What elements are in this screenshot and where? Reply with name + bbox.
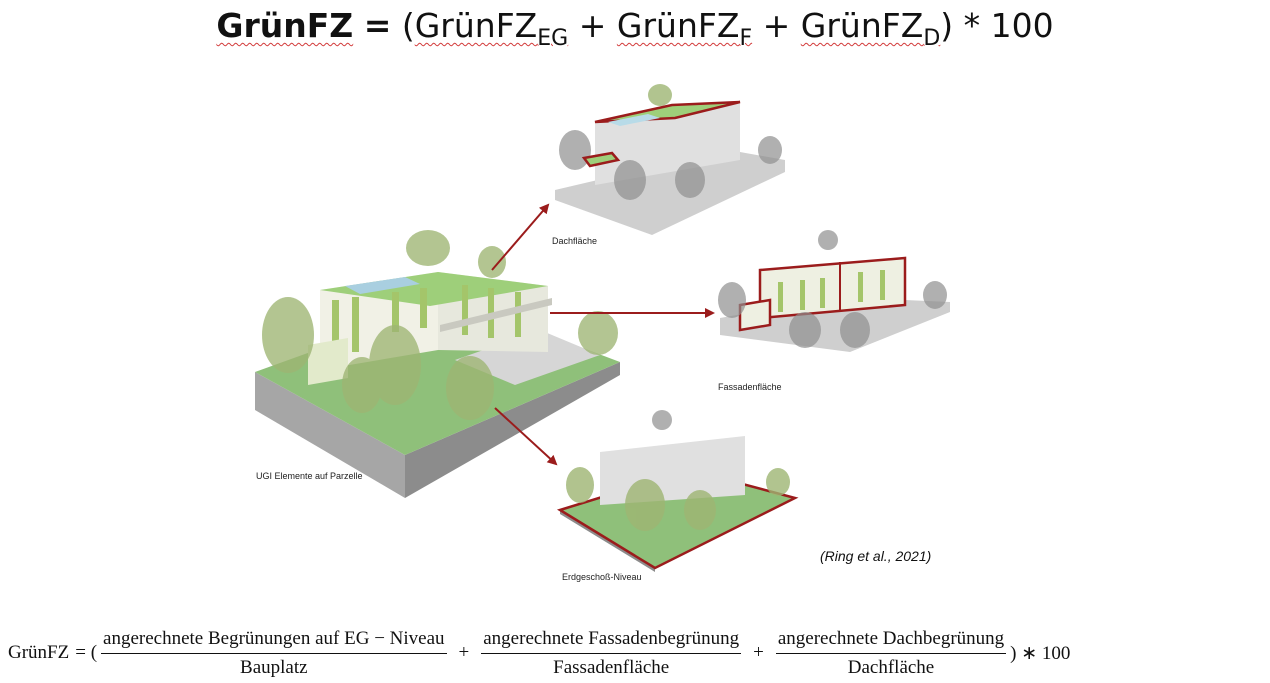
facade-annex-highlight — [738, 298, 772, 332]
headline-term2-sub: F — [739, 26, 753, 51]
caption-ground: Erdgeschoß-Niveau — [562, 572, 642, 582]
roof-top-tree — [648, 84, 672, 106]
fraction-facade-denominator: Fassadenfläche — [553, 656, 670, 678]
roof-trees — [559, 130, 782, 200]
headline-term3-base: GrünFZ — [800, 6, 924, 45]
fraction-ground-denominator: Bauplatz — [240, 656, 308, 678]
roof-variant-illustration — [555, 84, 785, 235]
headline-plus1: + — [578, 6, 607, 45]
facade-trees — [718, 230, 947, 348]
main-balcony — [440, 298, 552, 332]
facade-greenery — [778, 270, 885, 312]
headline-formula: GrünFZ = (GrünFZEG + GrünFZF + GrünFZD) … — [0, 4, 1270, 50]
formula-lhs: GrünFZ — [8, 642, 70, 663]
citation: (Ring et al., 2021) — [820, 548, 932, 564]
fraction-facade: angerechnete Fassadenbegrünung Fassadenf… — [481, 628, 742, 679]
main-roof-pool — [345, 277, 420, 294]
roof-base — [555, 152, 785, 235]
ground-trees — [566, 467, 790, 531]
main-annex — [308, 338, 348, 385]
fraction-roof-denominator: Dachfläche — [847, 656, 935, 678]
facade-variant-illustration — [718, 230, 950, 352]
caption-roof: Dachfläche — [552, 236, 598, 246]
formula-plus2: + — [753, 642, 764, 663]
caption-facade: Fassadenfläche — [718, 382, 782, 392]
headline-plus2: + — [762, 6, 791, 45]
fraction-roof: angerechnete Dachbegrünung Dachfläche — [775, 628, 1007, 679]
headline-term1: GrünFZEG — [414, 6, 569, 50]
headline-term3: GrünFZD — [800, 6, 941, 50]
arrow-to-roof — [491, 203, 550, 271]
roof-pool — [608, 114, 660, 126]
roof-annex-highlight — [581, 151, 621, 168]
formula-close: ) ∗ 100 — [1010, 642, 1071, 664]
fraction-ground: angerechnete Begrünungen auf EG − Niveau… — [101, 628, 447, 679]
headline-term1-base: GrünFZ — [414, 6, 538, 45]
caption-main: UGI Elemente auf Parzelle — [256, 471, 363, 481]
formula-eq-open: = ( — [75, 642, 98, 663]
bottom-formula: GrünFZ = ( angerechnete Begrünungen auf … — [8, 624, 1070, 682]
main-plinth-side — [405, 362, 620, 498]
fraction-facade-numerator: angerechnete Fassadenbegrünung — [481, 628, 742, 654]
headline-term3-sub: D — [923, 26, 941, 51]
ground-variant-illustration — [556, 410, 799, 572]
ground-top-tree — [652, 410, 672, 430]
main-trees — [262, 230, 618, 420]
formula-plus1: + — [458, 642, 470, 663]
main-building-illustration — [255, 230, 620, 498]
main-roof — [320, 272, 548, 306]
arrow-to-ground — [494, 407, 558, 466]
ground-building — [600, 436, 745, 505]
headline-lhs: GrünFZ — [216, 6, 354, 45]
headline-term2: GrünFZF — [616, 6, 752, 50]
main-path — [455, 330, 600, 385]
main-plinth-front — [255, 372, 405, 498]
headline-term2-base: GrünFZ — [616, 6, 740, 45]
headline-term1-sub: EG — [537, 26, 569, 51]
headline-close-factor: ) * 100 — [940, 6, 1054, 45]
headline-equals: = — [363, 6, 392, 45]
fraction-roof-numerator: angerechnete Dachbegrünung — [775, 628, 1007, 654]
fraction-ground-numerator: angerechnete Begrünungen auf EG − Niveau — [101, 628, 447, 654]
headline-open-paren: ( — [401, 6, 415, 45]
